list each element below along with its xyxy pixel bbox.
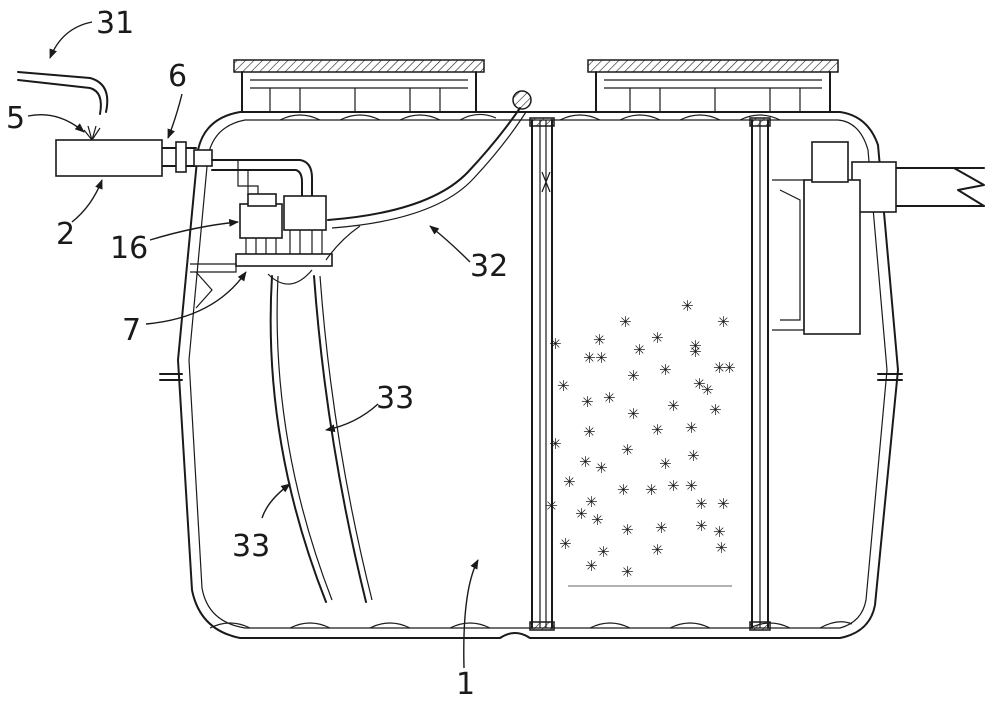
media-particle: ✳	[689, 337, 702, 355]
outlet-pipe	[851, 161, 985, 213]
media-particle: ✳	[715, 539, 728, 557]
media-particle: ✳	[659, 455, 672, 473]
label-1: 1	[456, 667, 475, 702]
media-particle: ✳	[549, 435, 562, 453]
label-31: 31	[96, 6, 134, 41]
media-particle: ✳	[651, 421, 664, 439]
label-7: 7	[122, 313, 141, 348]
media-particle: ✳	[621, 521, 634, 539]
media-particle: ✳	[655, 519, 668, 537]
label-6: 6	[168, 59, 187, 94]
leader-33-upper	[325, 403, 379, 433]
media-particle: ✳	[689, 343, 702, 361]
media-particle: ✳	[701, 381, 714, 399]
media-particle: ✳	[633, 341, 646, 359]
media-particle: ✳	[581, 393, 594, 411]
media-particle: ✳	[695, 517, 708, 535]
media-particle: ✳	[709, 401, 722, 419]
media-particle: ✳	[687, 447, 700, 465]
media-particle: ✳	[659, 361, 672, 379]
leader-7	[145, 271, 247, 325]
leader-5	[27, 114, 85, 133]
inlet-pipe	[159, 141, 213, 173]
media-particle: ✳	[619, 313, 632, 331]
filter-media: ✳✳✳✳✳✳✳✳✳✳✳✳✳✳✳✳✳✳✳✳✳✳✳✳✳✳✳✳✳✳✳✳✳✳✳✳✳✳✳✳…	[545, 297, 736, 581]
media-particle: ✳	[603, 389, 616, 407]
media-particle: ✳	[717, 313, 730, 331]
media-particle: ✳	[667, 477, 680, 495]
spray-nozzle	[83, 125, 101, 141]
media-particle: ✳	[723, 359, 736, 377]
media-particle: ✳	[651, 329, 664, 347]
leader-2	[71, 179, 103, 223]
media-particle: ✳	[595, 349, 608, 367]
media-particle: ✳	[627, 405, 640, 423]
aeration-hoses-33	[267, 269, 373, 603]
baffle-wall	[529, 117, 555, 631]
left-access-cover	[233, 59, 485, 113]
media-particle: ✳	[681, 297, 694, 315]
leader-1	[463, 559, 479, 669]
leader-16	[149, 218, 239, 241]
media-particle: ✳	[595, 459, 608, 477]
media-particle: ✳	[695, 495, 708, 513]
media-particle: ✳	[563, 473, 576, 491]
media-particle: ✳	[617, 481, 630, 499]
media-particle: ✳	[549, 335, 562, 353]
media-particle: ✳	[585, 493, 598, 511]
label-5: 5	[6, 101, 25, 136]
media-particle: ✳	[627, 367, 640, 385]
label-32: 32	[470, 249, 508, 284]
media-particle: ✳	[621, 563, 634, 581]
media-particle: ✳	[597, 543, 610, 561]
leader-33-lower	[261, 483, 291, 519]
air-hose-32	[325, 107, 527, 261]
supply-tube-31	[17, 71, 109, 115]
vent-cap	[512, 90, 532, 110]
media-particle: ✳	[579, 453, 592, 471]
media-particle: ✳	[717, 495, 730, 513]
leader-6	[167, 93, 183, 139]
media-particle: ✳	[545, 497, 558, 515]
leader-31	[49, 21, 93, 59]
label-16: 16	[110, 231, 148, 266]
control-box	[55, 139, 163, 177]
label-2: 2	[56, 217, 75, 252]
media-particle: ✳	[667, 397, 680, 415]
valve-assembly	[190, 159, 333, 309]
media-particle: ✳	[713, 523, 726, 541]
media-particle: ✳	[583, 349, 596, 367]
media-particle: ✳	[557, 377, 570, 395]
media-particle: ✳	[585, 557, 598, 575]
label-33-upper: 33	[376, 381, 414, 416]
media-particle: ✳	[591, 511, 604, 529]
label-33-lower: 33	[232, 529, 270, 564]
media-particle: ✳	[713, 359, 726, 377]
media-particle: ✳	[575, 505, 588, 523]
media-particle: ✳	[559, 535, 572, 553]
media-particle: ✳	[593, 331, 606, 349]
media-particle: ✳	[693, 375, 706, 393]
media-particle: ✳	[583, 423, 596, 441]
leader-32	[429, 225, 471, 263]
media-particle: ✳	[685, 477, 698, 495]
pump-unit	[772, 141, 861, 335]
media-particle: ✳	[645, 481, 658, 499]
right-access-cover	[587, 59, 839, 113]
media-particle: ✳	[621, 441, 634, 459]
media-particle: ✳	[651, 541, 664, 559]
media-particle: ✳	[685, 419, 698, 437]
filter-chamber	[568, 117, 771, 631]
